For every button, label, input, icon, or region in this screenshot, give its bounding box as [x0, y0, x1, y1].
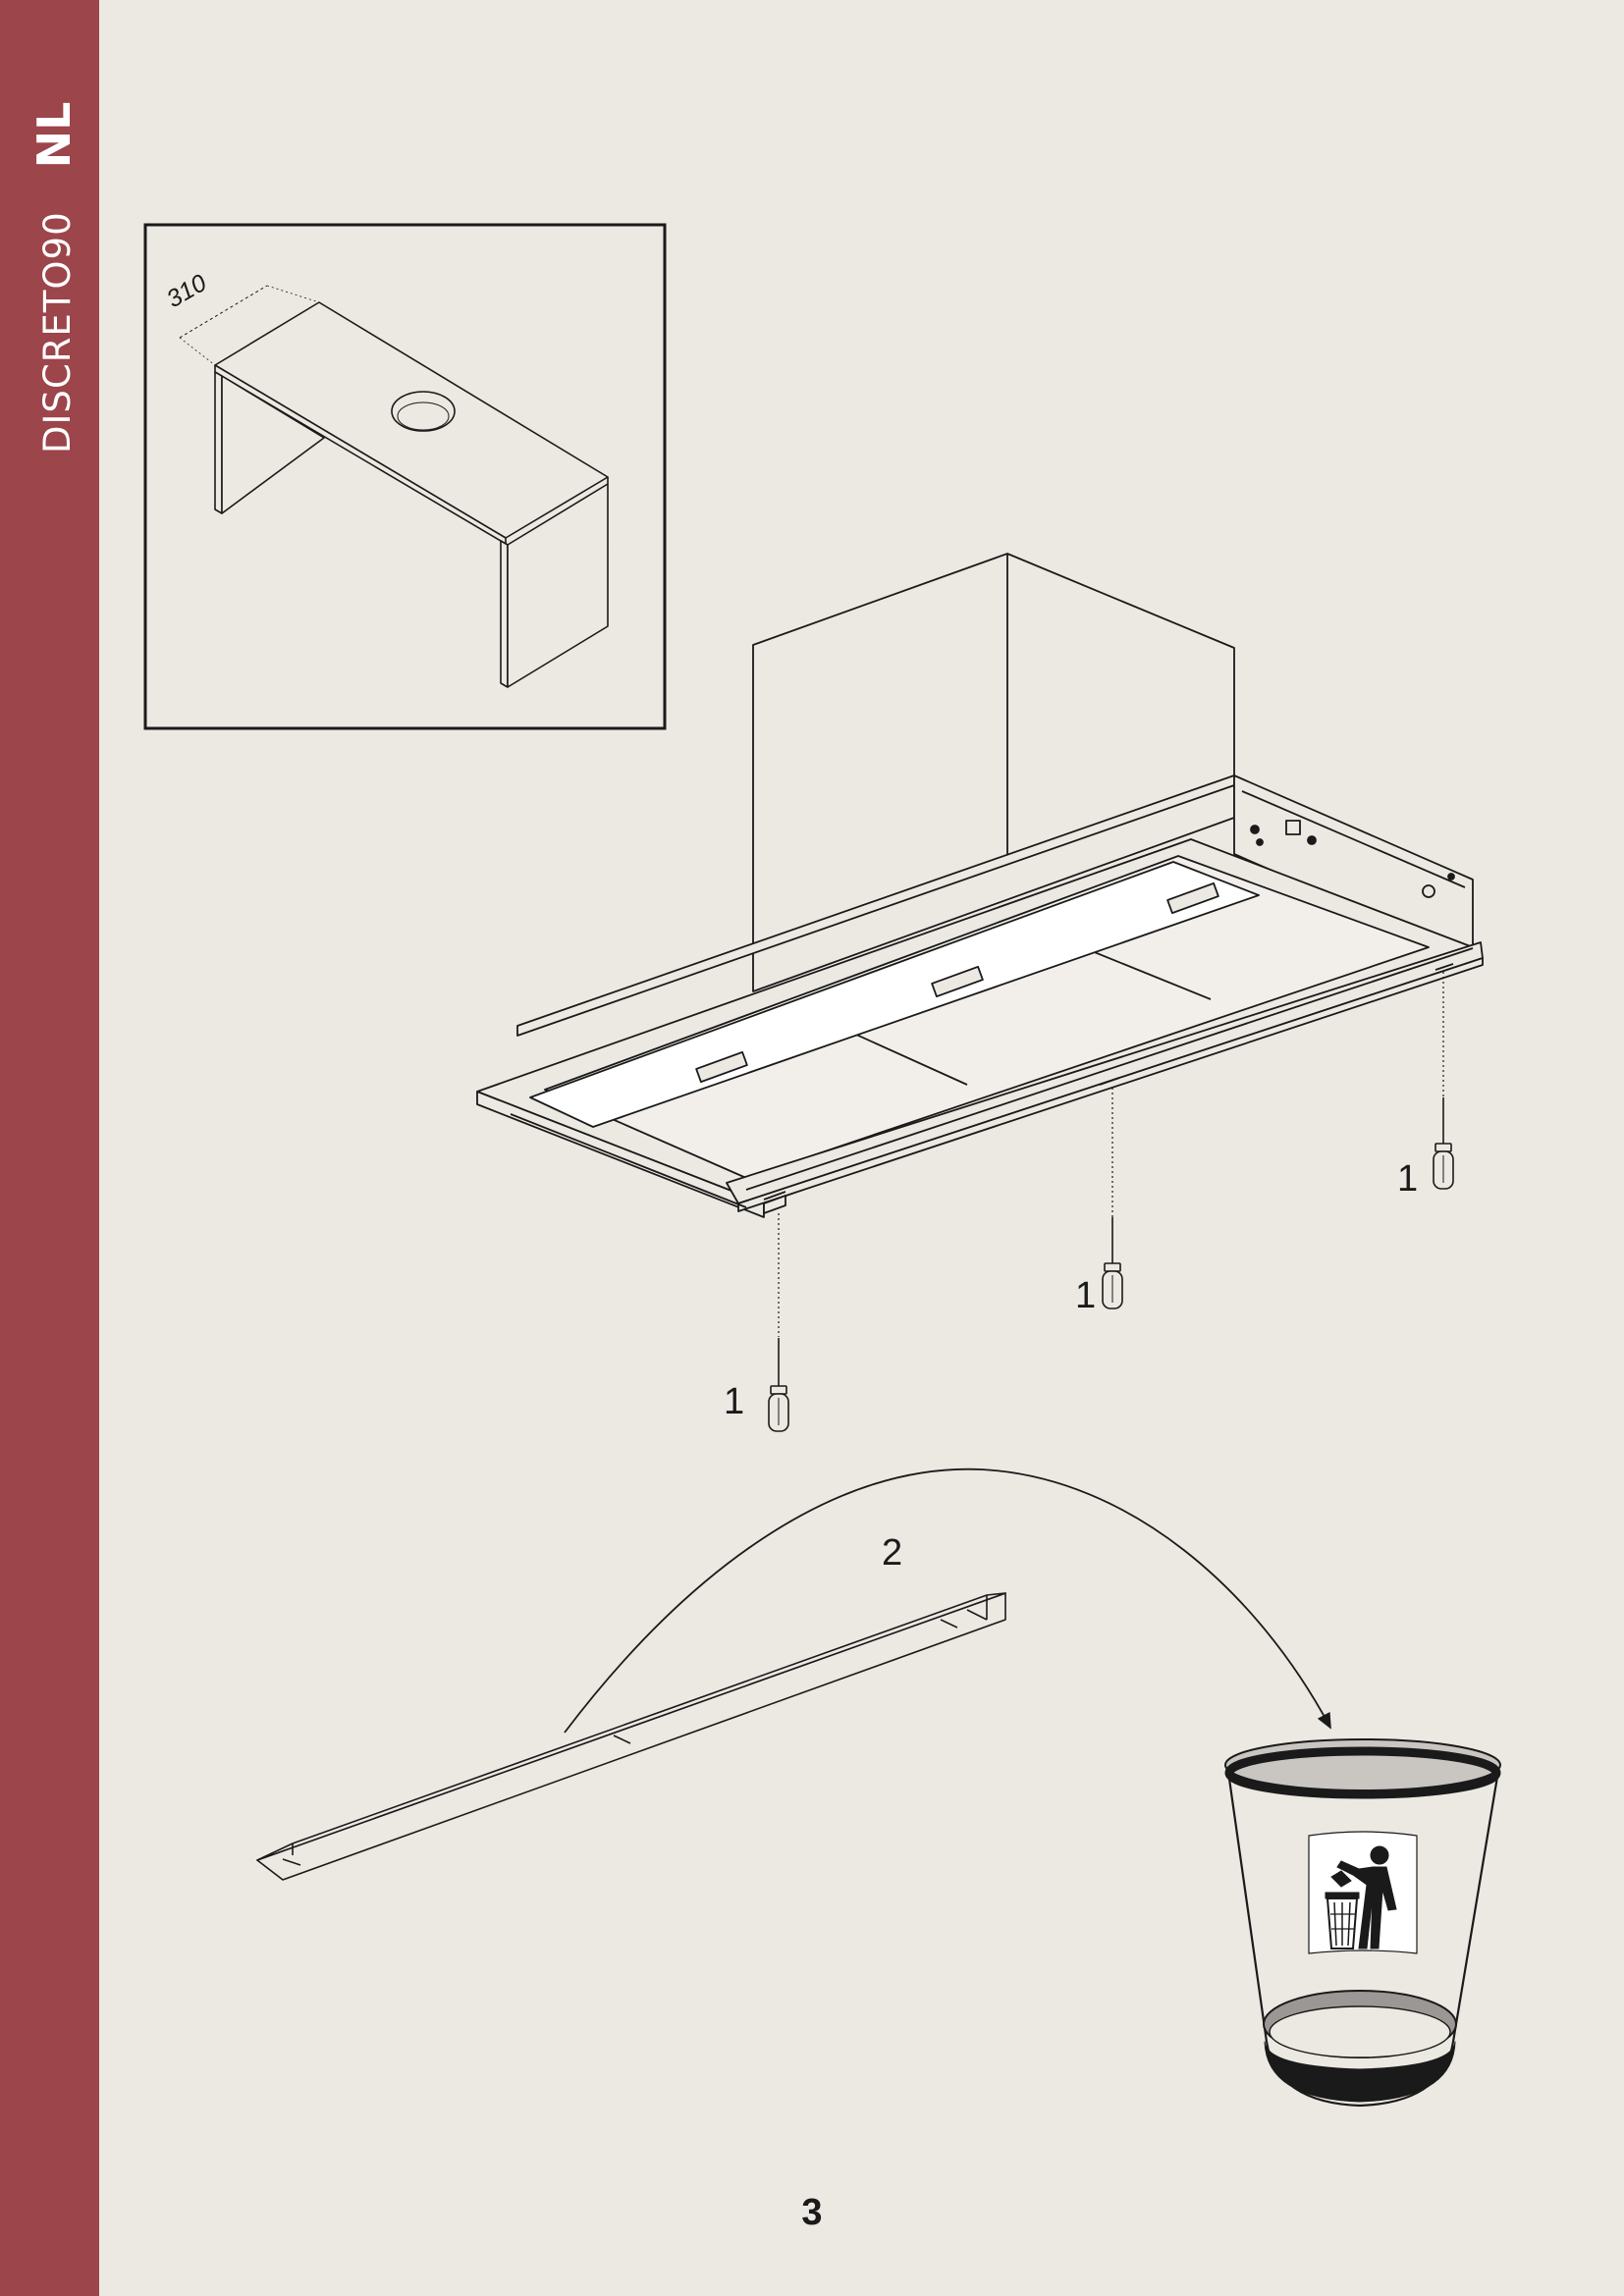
recycle-person-icon — [1325, 1845, 1397, 1949]
screw-callout-right: 1 — [1397, 1158, 1418, 1200]
remove-step-callout: 2 — [882, 1532, 902, 1574]
screw-callout-middle: 1 — [1075, 1275, 1096, 1316]
screw-guides — [778, 972, 1444, 1337]
sidebar: DISCRETO90 NL — [0, 0, 99, 2296]
protective-strip — [256, 1592, 1006, 1881]
hood-assembly — [476, 553, 1484, 1218]
screwdriver-icon — [1102, 1217, 1123, 1309]
page-number: 3 — [0, 2192, 1624, 2234]
dimension-label: 310 — [162, 269, 211, 313]
disposal-arrow — [564, 1468, 1331, 1734]
duct-hole — [391, 391, 456, 432]
screw-callout-left: 1 — [724, 1381, 744, 1422]
inset-panel: 310 — [143, 223, 667, 730]
screwdriver-icon — [1433, 1097, 1454, 1190]
page-number-text: 3 — [801, 2192, 823, 2233]
screwdriver-icon — [768, 1338, 789, 1432]
